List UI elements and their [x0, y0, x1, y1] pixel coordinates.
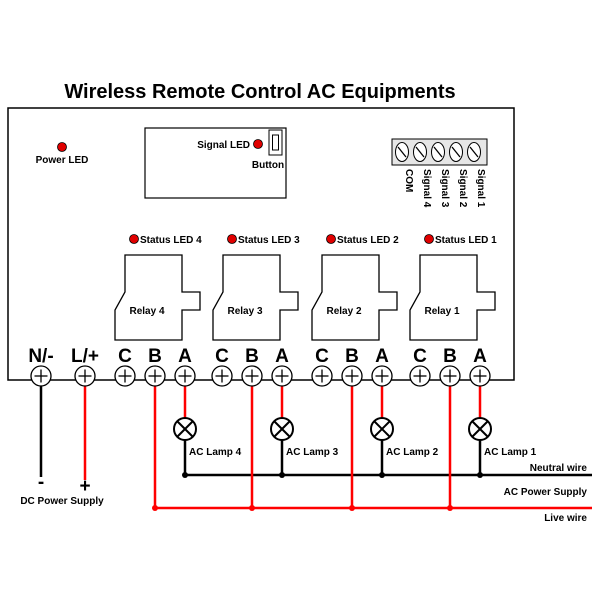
relay-terminal-label: C — [215, 346, 229, 367]
ac-power-supply-label: AC Power Supply — [504, 487, 588, 498]
status-led — [227, 234, 237, 244]
relay-terminal-label: C — [413, 346, 427, 367]
dc-minus-sign: - — [38, 472, 44, 493]
relay-terminal-label: B — [245, 346, 259, 367]
lamp-cross — [373, 420, 391, 438]
power-terminal-label: N/- — [28, 346, 53, 367]
power-led — [57, 142, 67, 152]
live-wire-label: Live wire — [544, 513, 587, 524]
status-led-label: Status LED 4 — [140, 235, 202, 246]
dc-plus-sign: + — [79, 476, 90, 497]
screw-slot — [433, 146, 443, 158]
signal-terminal-label: Signal 2 — [457, 169, 468, 208]
lamp-cross — [176, 420, 194, 438]
relay-module — [114, 254, 201, 341]
relay-terminal-label: B — [345, 346, 359, 367]
live-junction — [349, 505, 355, 511]
neutral-wire-label: Neutral wire — [530, 463, 588, 474]
lamp-cross — [471, 420, 489, 438]
neutral-junction — [379, 472, 385, 478]
screw-slot — [451, 146, 461, 158]
screw-slot — [397, 146, 407, 158]
dc-power-supply-label: DC Power Supply — [20, 496, 104, 507]
signal-terminal-label: Signal 3 — [439, 169, 450, 208]
relay-module — [311, 254, 398, 341]
status-led-label: Status LED 3 — [238, 235, 300, 246]
lamp-label: AC Lamp 3 — [286, 447, 339, 458]
neutral-junction — [279, 472, 285, 478]
screw-slot — [415, 146, 425, 158]
power-terminal-label: L/+ — [71, 346, 99, 367]
screw-slot — [469, 146, 479, 158]
relay-module — [409, 254, 496, 341]
live-junction — [249, 505, 255, 511]
relay-terminal-label: C — [315, 346, 329, 367]
relay-label: Relay 2 — [326, 306, 361, 317]
signal-led — [253, 139, 263, 149]
neutral-junction — [182, 472, 188, 478]
relay-label: Relay 4 — [129, 306, 164, 317]
live-junction — [152, 505, 158, 511]
diagram-title: Wireless Remote Control AC Equipments — [64, 81, 455, 103]
signal-terminal-label: Signal 4 — [421, 169, 432, 208]
relay-terminal-label: B — [443, 346, 457, 367]
relay-label: Relay 1 — [424, 306, 459, 317]
status-led-label: Status LED 1 — [435, 235, 497, 246]
lamp-cross — [273, 420, 291, 438]
live-junction — [447, 505, 453, 511]
signal-led-label: Signal LED — [197, 140, 250, 151]
lamp-label: AC Lamp 1 — [484, 447, 537, 458]
button-label: Button — [252, 160, 284, 171]
relay-terminal-label: C — [118, 346, 132, 367]
relay-terminal-label: A — [375, 346, 389, 367]
relay-terminal-label: A — [178, 346, 192, 367]
status-led-label: Status LED 2 — [337, 235, 399, 246]
relay-terminal-label: A — [473, 346, 487, 367]
signal-terminal-label: Signal 1 — [475, 169, 486, 208]
relay-module — [212, 254, 299, 341]
lamp-label: AC Lamp 2 — [386, 447, 439, 458]
status-led — [326, 234, 336, 244]
relay-terminal-label: B — [148, 346, 162, 367]
relay-label: Relay 3 — [227, 306, 262, 317]
neutral-junction — [477, 472, 483, 478]
status-led — [424, 234, 434, 244]
learn-button[interactable] — [268, 129, 283, 156]
lamp-label: AC Lamp 4 — [189, 447, 242, 458]
relay-terminal-label: A — [275, 346, 289, 367]
status-led — [129, 234, 139, 244]
signal-terminal-label: COM — [403, 169, 414, 192]
power-led-label: Power LED — [36, 155, 89, 166]
receiver-module — [144, 127, 287, 199]
